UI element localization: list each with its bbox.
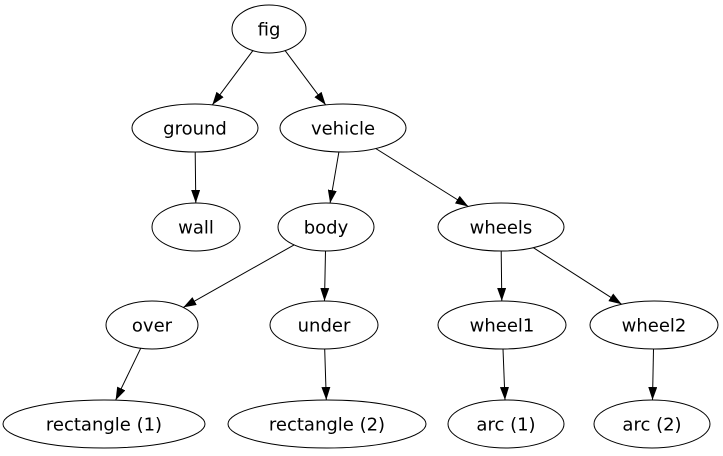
node-ellipse-ground bbox=[131, 103, 259, 153]
node-wheel2: wheel2 bbox=[589, 300, 719, 350]
node-ellipse-wheel2 bbox=[589, 300, 719, 350]
edge-body-over bbox=[183, 244, 295, 308]
node-label-over: over bbox=[132, 316, 173, 337]
node-label-fig: fig bbox=[258, 20, 281, 41]
node-wheels: wheels bbox=[437, 202, 565, 252]
node-label-ground: ground bbox=[163, 119, 227, 140]
node-ellipse-under bbox=[269, 300, 379, 350]
node-under: under bbox=[269, 300, 379, 350]
edge-wheel1-arc1 bbox=[499, 348, 509, 401]
edge-fig-vehicle bbox=[284, 50, 327, 106]
node-ellipse-arc2 bbox=[593, 399, 711, 449]
node-fig: fig bbox=[231, 4, 307, 54]
node-arc1: arc (1) bbox=[447, 399, 565, 449]
node-ellipse-wheels bbox=[437, 202, 565, 252]
node-ellipse-wheel1 bbox=[437, 300, 567, 350]
node-label-wheel2: wheel2 bbox=[622, 316, 687, 337]
node-label-wheel1: wheel1 bbox=[470, 316, 535, 337]
node-label-wheels: wheels bbox=[470, 218, 533, 239]
edge-fig-ground bbox=[211, 50, 254, 106]
node-label-under: under bbox=[298, 316, 351, 337]
edge-wheels-wheel1 bbox=[497, 250, 507, 302]
node-label-wall: wall bbox=[178, 218, 214, 239]
node-label-arc1: arc (1) bbox=[476, 415, 535, 436]
edges-layer bbox=[115, 50, 658, 401]
node-rectangle1: rectangle (1) bbox=[2, 399, 206, 449]
node-wall: wall bbox=[151, 202, 241, 252]
edge-body-under bbox=[320, 250, 330, 302]
node-label-arc2: arc (2) bbox=[622, 415, 681, 436]
node-ellipse-arc1 bbox=[447, 399, 565, 449]
node-over: over bbox=[105, 300, 199, 350]
node-vehicle: vehicle bbox=[279, 103, 407, 153]
node-body: body bbox=[277, 202, 375, 252]
node-ellipse-over bbox=[105, 300, 199, 350]
node-label-rectangle1: rectangle (1) bbox=[46, 415, 162, 436]
edge-wheel2-arc2 bbox=[648, 348, 658, 401]
node-ellipse-rectangle2 bbox=[227, 399, 427, 449]
nodes-layer: fig ground vehicle wall body wheels over under w… bbox=[2, 4, 719, 449]
node-ellipse-wall bbox=[151, 202, 241, 252]
node-ellipse-body bbox=[277, 202, 375, 252]
node-ground: ground bbox=[131, 103, 259, 153]
node-ellipse-fig bbox=[231, 4, 307, 54]
edge-vehicle-wheels bbox=[375, 148, 469, 207]
edge-under-rectangle2 bbox=[321, 348, 331, 401]
node-ellipse-vehicle bbox=[279, 103, 407, 153]
node-label-vehicle: vehicle bbox=[311, 119, 375, 140]
node-wheel1: wheel1 bbox=[437, 300, 567, 350]
node-label-rectangle2: rectangle (2) bbox=[269, 415, 385, 436]
node-arc2: arc (2) bbox=[593, 399, 711, 449]
node-ellipse-rectangle1 bbox=[2, 399, 206, 449]
node-label-body: body bbox=[304, 218, 349, 239]
edge-vehicle-body bbox=[327, 151, 340, 204]
edge-ground-wall bbox=[191, 151, 201, 204]
edge-over-rectangle1 bbox=[115, 348, 142, 401]
edge-wheels-wheel2 bbox=[532, 247, 622, 305]
node-rectangle2: rectangle (2) bbox=[227, 399, 427, 449]
